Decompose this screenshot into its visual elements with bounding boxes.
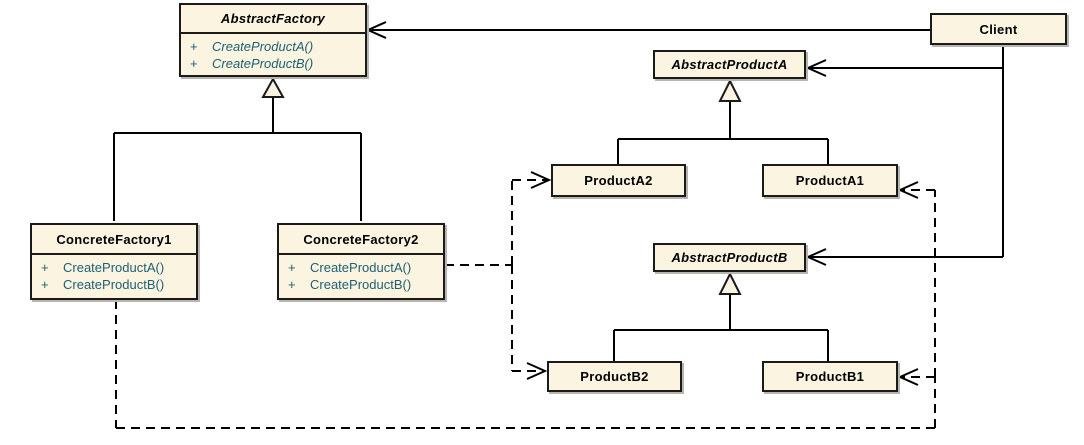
class-producta1: ProductA1	[762, 164, 898, 197]
class-abstractproductb: AbstractProductB	[653, 243, 806, 272]
method-signature: CreateProductA()	[310, 260, 412, 275]
method-visibility: +	[41, 260, 49, 275]
method-signature: CreateProductA()	[212, 39, 314, 54]
generalization-triangle-icon	[718, 78, 742, 102]
method-visibility: +	[288, 277, 296, 292]
method-signature: CreateProductA()	[63, 260, 165, 275]
connector-dependency-cf1-producta1	[897, 181, 936, 377]
class-concretefactory1-methods: + CreateProductA() + CreateProductB()	[32, 255, 196, 293]
class-concretefactory2-name: ConcreteFactory2	[279, 225, 443, 255]
method-visibility: +	[41, 277, 49, 292]
method-row: + CreateProductA()	[181, 38, 365, 55]
class-producta2: ProductA2	[551, 164, 686, 197]
class-client: Client	[930, 13, 1067, 45]
class-abstractfactory-methods: + CreateProductA() + CreateProductB()	[181, 34, 365, 72]
method-visibility: +	[190, 56, 198, 71]
connector-dependency-cf2-productb2	[511, 265, 548, 380]
connector-client-abstractfactory	[365, 21, 930, 39]
connector-client-abstractproducta	[805, 45, 1004, 77]
class-productb1: ProductB1	[762, 361, 898, 392]
open-arrow-icon	[805, 248, 827, 266]
class-productb2-name: ProductB2	[580, 369, 649, 384]
connector-generalization-products-a	[617, 78, 829, 164]
class-productb2: ProductB2	[547, 361, 682, 392]
class-productb1-name: ProductB1	[795, 369, 865, 384]
class-concretefactory2-methods: + CreateProductA() + CreateProductB()	[279, 255, 443, 293]
class-abstractfactory: AbstractFactory + CreateProductA() + Cre…	[179, 3, 367, 77]
method-signature: CreateProductB()	[212, 56, 314, 71]
class-abstractproducta-name: AbstractProductA	[671, 57, 788, 72]
generalization-triangle-icon	[261, 76, 285, 98]
method-row: + CreateProductB()	[32, 276, 196, 293]
method-visibility: +	[288, 260, 296, 275]
connector-generalization-products-b	[613, 271, 829, 361]
class-abstractproductb-name: AbstractProductB	[671, 250, 788, 265]
class-client-name: Client	[979, 21, 1018, 37]
method-row: + CreateProductA()	[279, 259, 443, 276]
class-producta2-name: ProductA2	[584, 173, 653, 188]
open-arrow-icon	[805, 59, 827, 77]
connector-client-abstractproductb	[805, 68, 1004, 266]
generalization-triangle-icon	[718, 271, 742, 295]
method-signature: CreateProductB()	[63, 277, 165, 292]
connector-dependency-cf2-producta2	[445, 171, 552, 266]
method-row: + CreateProductB()	[181, 55, 365, 72]
open-arrow-icon	[897, 181, 919, 199]
class-concretefactory1-name: ConcreteFactory1	[32, 225, 196, 255]
class-abstractproducta: AbstractProductA	[653, 50, 806, 79]
method-row: + CreateProductA()	[32, 259, 196, 276]
class-concretefactory2: ConcreteFactory2 + CreateProductA() + Cr…	[277, 223, 445, 300]
class-abstractfactory-name: AbstractFactory	[181, 5, 365, 34]
class-concretefactory1: ConcreteFactory1 + CreateProductA() + Cr…	[30, 223, 198, 300]
method-signature: CreateProductB()	[310, 277, 412, 292]
method-visibility: +	[190, 39, 198, 54]
method-row: + CreateProductB()	[279, 276, 443, 293]
class-producta1-name: ProductA1	[795, 173, 865, 188]
connector-generalization-factories	[113, 76, 362, 221]
open-arrow-icon	[897, 368, 919, 386]
connector-dependency-cf1-productb1	[115, 300, 936, 429]
open-arrow-icon	[365, 21, 387, 39]
open-arrow-icon	[526, 362, 548, 380]
open-arrow-icon	[530, 171, 552, 189]
